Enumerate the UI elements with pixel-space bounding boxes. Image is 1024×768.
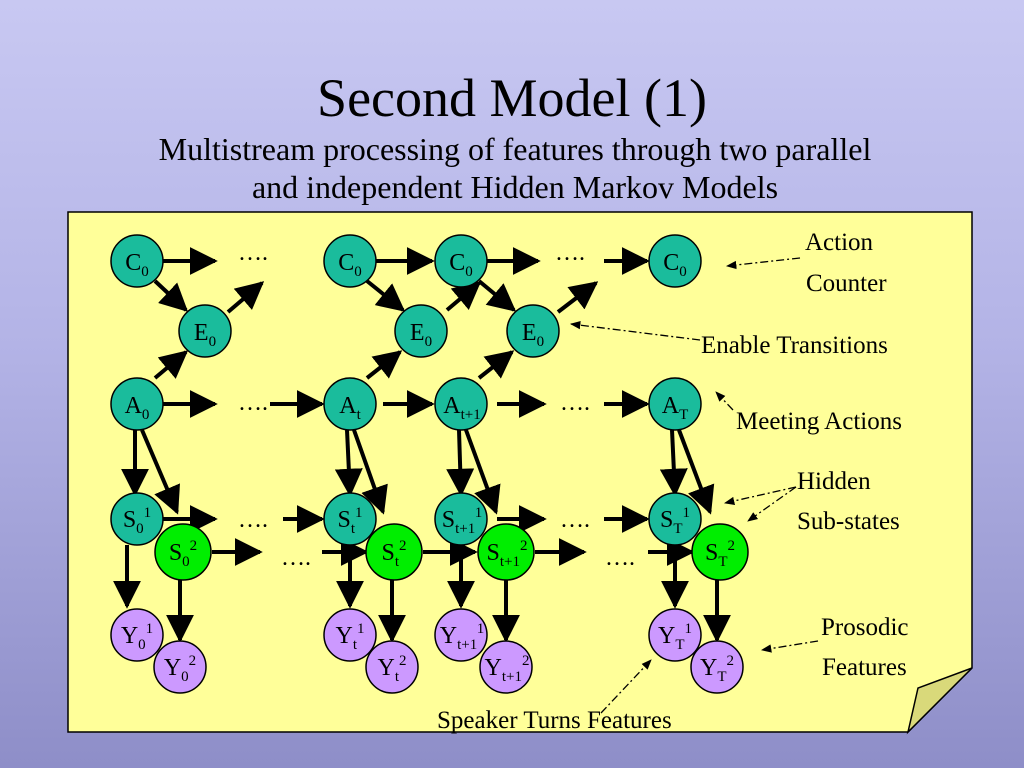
slide-title: Second Model (1) [317, 68, 707, 128]
node-yT2 [690, 640, 744, 694]
node-at [323, 377, 377, 431]
node-labels: C0 C0 C0 C0 E0 E0 E0 A0 At At+1 AT S01 S… [121, 250, 735, 685]
pointer-arrows [569, 257, 819, 714]
node-st1 [323, 492, 377, 546]
node-y02 [153, 640, 207, 694]
label-yt12: Yt+12 [485, 653, 530, 685]
node-at1 [434, 377, 488, 431]
node-c0-first [110, 234, 164, 288]
node-e0-second [394, 304, 448, 358]
node-c0-second [323, 234, 377, 288]
label-c0-last: C0 [663, 250, 687, 280]
annotation-meeting-actions: Meeting Actions [736, 408, 902, 435]
annotation-sub-states: Sub-states [797, 508, 900, 535]
annotations: Action Counter Enable Transitions Meetin… [437, 229, 909, 734]
label-at: At [339, 393, 361, 423]
node-y01 [110, 608, 164, 662]
label-at1: At+1 [443, 393, 480, 423]
node-yt11 [434, 608, 488, 662]
node-aT [648, 377, 702, 431]
label-e0-second: E0 [410, 320, 432, 350]
annotation-counter: Counter [806, 270, 887, 297]
node-st11 [434, 492, 488, 546]
label-c0-first: C0 [125, 250, 149, 280]
ellipsis-s1-2: …. [560, 507, 590, 533]
label-a0: A0 [125, 393, 150, 423]
label-st1: St1 [337, 505, 362, 537]
ellipsis-s2-1: …. [281, 545, 311, 571]
label-sT1: ST1 [660, 505, 690, 537]
label-s02: S02 [169, 538, 197, 570]
subtitle-line-1: Multistream processing of features throu… [158, 131, 872, 167]
label-st2: St2 [381, 538, 406, 570]
label-e0-third: E0 [522, 320, 544, 350]
label-sT2: ST2 [705, 538, 735, 570]
annotation-enable-transitions: Enable Transitions [701, 332, 888, 359]
label-yt11: Yt+11 [440, 621, 484, 653]
nodes [110, 234, 749, 694]
node-yt2 [365, 640, 419, 694]
node-c0-last [648, 234, 702, 288]
label-c0-second: C0 [338, 250, 362, 280]
node-yt1 [323, 608, 377, 662]
label-c0-third: C0 [449, 250, 473, 280]
annotation-prosodic: Prosodic [821, 614, 909, 641]
ellipsis-s1-1: …. [238, 507, 268, 533]
note-panel [67, 211, 973, 735]
label-s01: S01 [123, 505, 151, 537]
ellipsis-c-2: …. [555, 240, 585, 266]
node-sT2 [691, 523, 749, 581]
slide-subtitle: Multistream processing of features throu… [40, 130, 990, 206]
node-a0 [110, 377, 164, 431]
ellipsis-a-2: …. [560, 390, 590, 416]
annotation-speaker-turns: Speaker Turns Features [437, 707, 672, 734]
node-sT1 [648, 492, 702, 546]
label-y01: Y01 [121, 621, 153, 653]
node-yt12 [479, 640, 533, 694]
ellipsis-a-1: …. [238, 390, 268, 416]
annotation-hidden: Hidden [797, 468, 871, 495]
node-yT1 [648, 608, 702, 662]
label-y02: Y02 [164, 653, 196, 685]
label-yT2: YT2 [700, 653, 734, 685]
label-yT1: YT1 [658, 621, 692, 653]
label-yt2: Yt2 [377, 653, 406, 685]
label-yt1: Yt1 [335, 621, 364, 653]
ellipses: …. …. …. …. …. …. …. …. [238, 240, 635, 571]
label-aT: AT [662, 393, 689, 423]
annotation-action: Action [805, 229, 874, 256]
label-e0-first: E0 [194, 320, 216, 350]
node-st12 [477, 523, 535, 581]
ellipsis-c-1: …. [238, 240, 268, 266]
arrows [113, 247, 731, 643]
label-st12: St+12 [487, 538, 528, 570]
node-st2 [365, 523, 423, 581]
node-e0-third [506, 304, 560, 358]
node-c0-third [434, 234, 488, 288]
ellipsis-s2-2: …. [605, 545, 635, 571]
annotation-features: Features [822, 654, 907, 681]
node-e0-first [178, 304, 232, 358]
node-s02 [154, 523, 212, 581]
node-s01 [110, 492, 164, 546]
subtitle-line-2: and independent Hidden Markov Models [251, 169, 779, 205]
label-st11: St+11 [442, 505, 482, 537]
